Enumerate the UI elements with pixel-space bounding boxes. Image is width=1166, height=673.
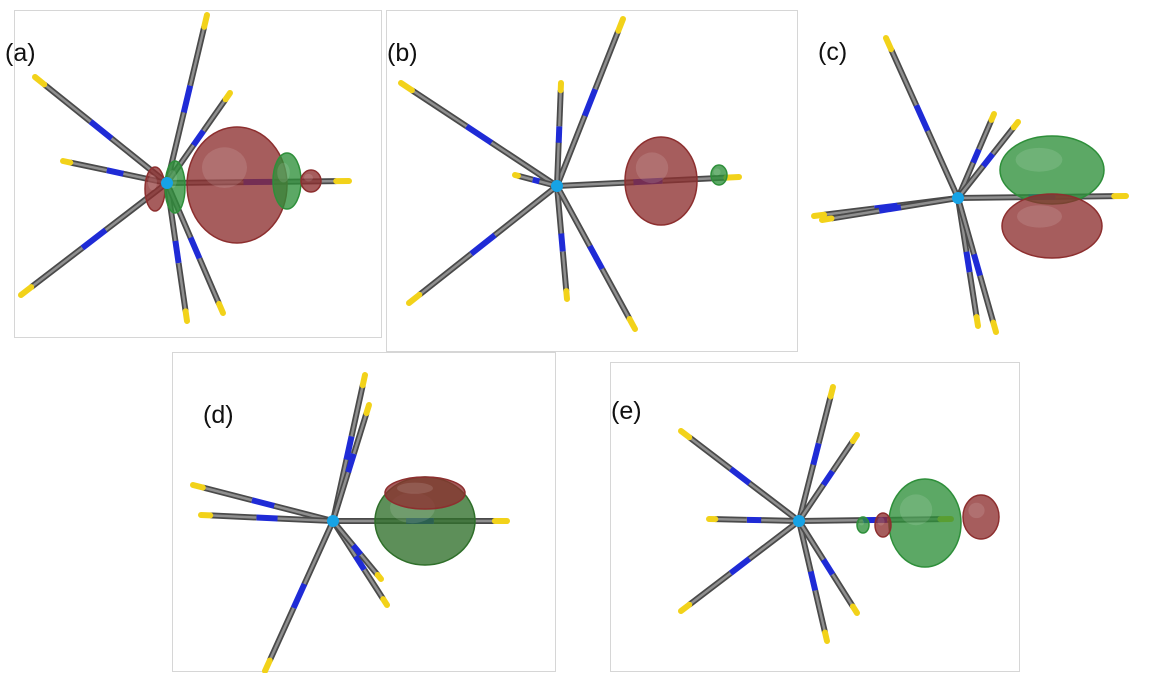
panel-a: (a) [14,10,382,338]
ligand-rod [681,521,799,611]
metal-center-d [327,515,339,527]
metal-center-a [161,177,173,189]
orbital-lobe-red-highlight [968,503,984,518]
ligand-rod [822,198,958,220]
orbital-render-e [611,363,1021,673]
panel-c: (c) [800,10,1166,350]
panel-label-c: (c) [818,40,847,65]
ligand-rod [681,431,799,521]
ligand-rod [557,186,635,329]
ligand-rod [265,521,333,671]
panel-e: (e) [610,362,1020,672]
orbital-lobe-red-edge-highlight [397,483,433,494]
orbital-lobe-red-small [145,167,165,211]
ligand-rod [333,521,381,579]
orbital-lobe-red [625,137,697,225]
orbital-lobe-red-small-highlight [877,517,884,525]
orbital-lobes-d [375,477,475,565]
orbital-lobe-red-small-highlight [148,175,157,190]
metal-center-b [551,180,563,192]
orbital-lobe-green-highlight [1016,148,1063,172]
ligand-rod [557,83,561,186]
orbital-lobe-green [711,165,727,185]
orbital-render-c [800,10,1166,350]
panel-label-d: (d) [203,403,234,428]
ligand-rod [401,83,557,186]
orbital-lobe-green-small-highlight [859,520,864,526]
orbital-lobe-red-edge [385,477,465,509]
panel-d: (d) [172,352,556,672]
orbital-lobe-red [963,495,999,539]
metal-center-c [952,192,964,204]
ligand-rod [21,183,167,295]
orbital-lobe-red-small [875,513,891,537]
orbital-lobe-green [889,479,961,567]
panel-b: (b) [386,10,798,352]
orbital-lobe-red [187,127,287,243]
ligand-rod [886,38,958,198]
panel-label-e: (e) [611,399,642,424]
orbital-lobe-green-small [857,517,869,533]
panel-label-b: (b) [387,41,418,66]
metal-center-e [793,515,805,527]
ligand-rod [333,405,369,521]
orbital-lobe-green-highlight [277,163,290,183]
ligand-rod [709,519,799,521]
ligand-rod [409,186,557,303]
orbital-lobe-green [273,153,301,209]
orbital-lobe-red-highlight [1017,205,1062,227]
panel-label-a: (a) [5,41,36,66]
orbital-lobe-red-far-highlight [304,174,313,182]
orbital-lobe-green-highlight [900,494,932,525]
orbital-lobe-red-highlight [636,152,668,183]
orbital-lobes-e [857,479,999,567]
orbital-render-b [387,11,799,353]
orbital-lobe-red-highlight [202,147,247,188]
orbital-lobe-red-far [301,170,321,192]
orbital-lobe-red [1002,194,1102,258]
orbital-render-a [15,11,383,339]
orbital-lobe-green-highlight [713,169,720,176]
ligand-rod [557,19,623,186]
